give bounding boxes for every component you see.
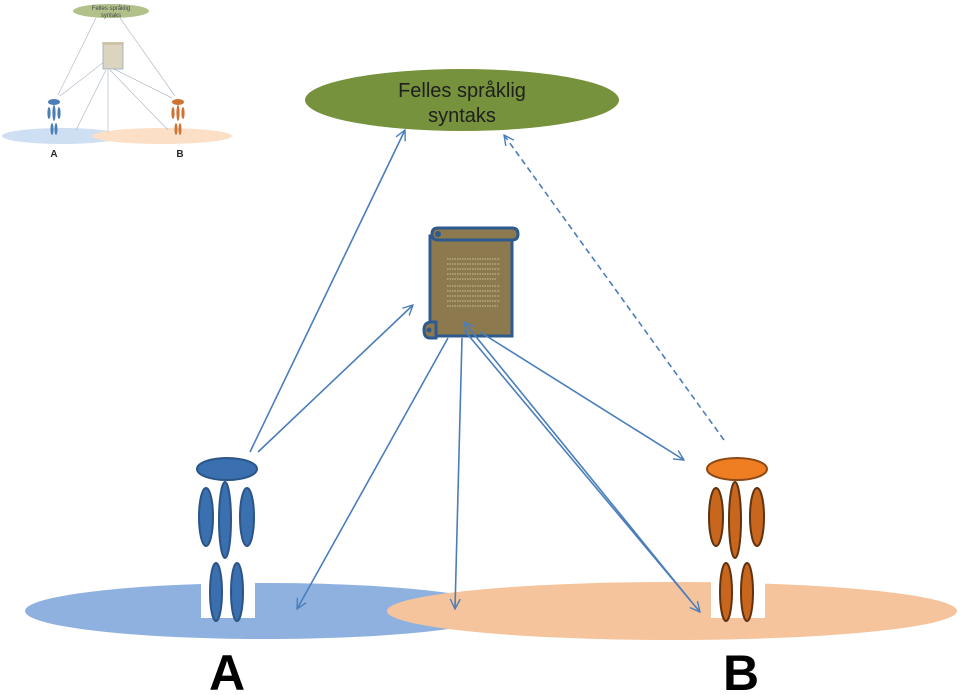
person-a-icon [196,457,258,622]
top-node-label-line-2: syntaks [428,105,496,127]
thumbnail-label-b: B [176,149,183,160]
thumbnail-top-label-1: Felles språklig [92,5,130,12]
thumbnail-ground-a [2,128,122,144]
thumbnail-ground-b [92,128,232,144]
ground-ellipse-a [25,583,505,639]
ground-ellipse-b [387,582,957,640]
thumbnail-top-node [73,4,149,18]
arrow-document-to-ground-a [297,337,449,609]
connector-arrows [249,130,725,612]
thumbnail-label-a: A [50,149,57,160]
thumbnail-top-label-2: syntaks [101,13,121,19]
top-node-ellipse [305,69,619,131]
arrow-a-to-document [257,305,413,453]
arrow-document-to-ground-b [455,337,463,609]
thumbnail-person-b-icon [171,99,185,135]
top-node-label-line-1: Felles språklig [398,80,526,102]
arrow-document-to-b [479,331,684,460]
label-a: A [209,645,245,695]
document-scroll-icon [422,226,520,340]
arrow-b-to-top-dashed [504,135,725,441]
label-b: B [723,645,759,695]
person-b-icon [706,457,768,622]
thumbnail-person-a-icon [47,99,61,135]
thumbnail-document-scroll-icon [102,42,124,70]
arrow-a-to-top [249,130,405,453]
thumbnail: Felles språklig syntaks A B [2,4,232,160]
arrow-ground-b-to-document-head [464,322,691,601]
